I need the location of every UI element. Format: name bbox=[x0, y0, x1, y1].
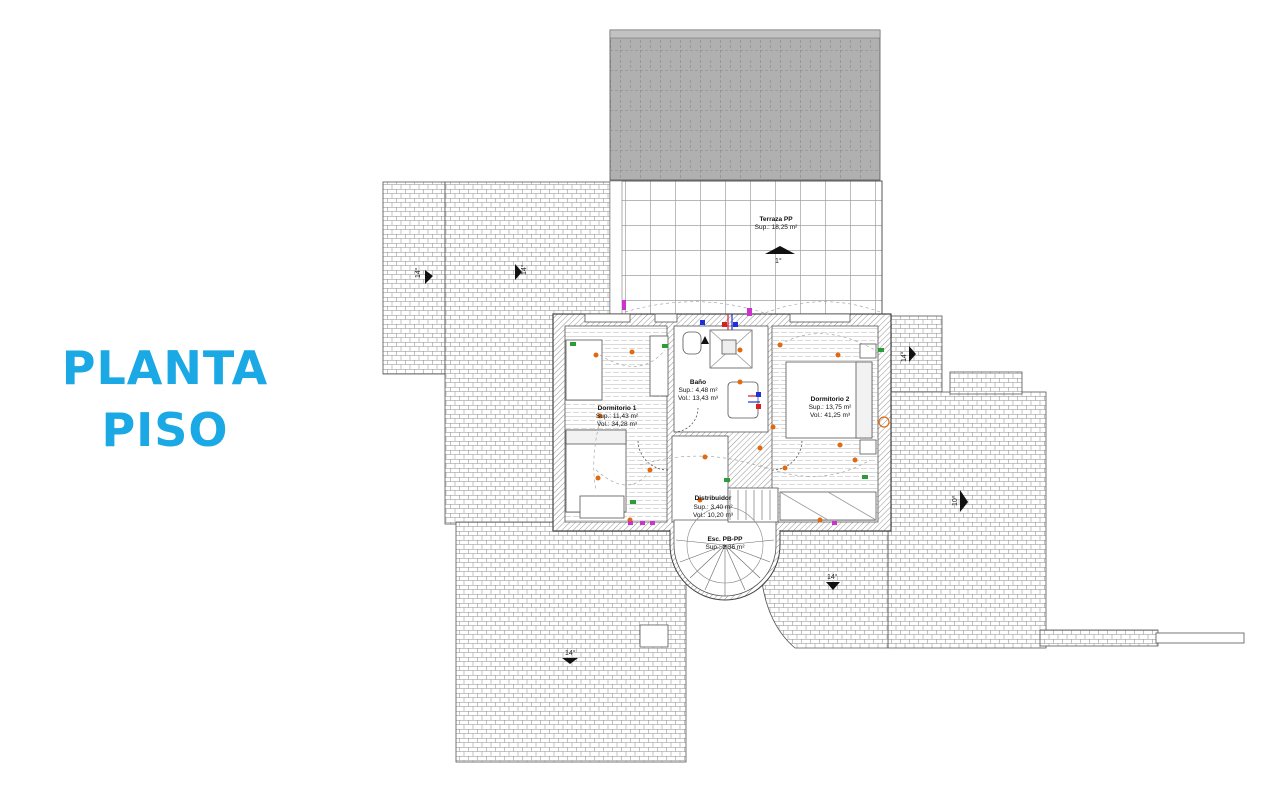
nightstand bbox=[859, 343, 877, 359]
room-volume-distribuidor: Vol.: 10,20 m³ bbox=[693, 512, 734, 519]
bathroom-fixtures bbox=[682, 329, 759, 419]
roof-right-ledge bbox=[1155, 632, 1245, 644]
arrow-right bbox=[960, 490, 968, 512]
room-area-dormitorio-1: Sup.: 11,43 m² bbox=[596, 413, 639, 420]
room-name-dormitorio-1: Dormitorio 1 bbox=[598, 405, 637, 412]
room-volume-bano: Vol.: 13,43 m³ bbox=[678, 395, 719, 402]
slope-label-terrace: 1° bbox=[775, 257, 782, 265]
staircase bbox=[675, 490, 775, 596]
room-name-distribuidor: Distribuidor bbox=[695, 495, 732, 502]
slope-label-left: 14° bbox=[520, 264, 528, 275]
arrow-terrace bbox=[765, 246, 795, 254]
plan-title-line-2: PISO bbox=[101, 403, 229, 457]
openings bbox=[584, 313, 851, 471]
chimney bbox=[639, 624, 669, 648]
slope-label-right: 10° bbox=[951, 495, 959, 506]
electric-points bbox=[593, 342, 858, 523]
nightstand-2 bbox=[859, 439, 877, 455]
roof-top-shaded bbox=[609, 29, 881, 181]
arrow-bano bbox=[701, 336, 709, 344]
room-name-terraza: Terraza PP bbox=[759, 216, 793, 223]
terrace bbox=[609, 180, 883, 318]
arrow-left-far bbox=[425, 270, 433, 284]
slope-label-right-top: 14° bbox=[900, 351, 908, 362]
arrow-right-top bbox=[909, 346, 916, 362]
slope-label-bottom-left: 14° bbox=[565, 649, 576, 657]
arrow-left bbox=[515, 264, 522, 280]
slope-label-left-far: 14° bbox=[414, 267, 422, 278]
outlets bbox=[570, 342, 884, 525]
wardrobe-dormitorio-2 bbox=[779, 491, 877, 521]
roof-right-strip bbox=[1039, 629, 1159, 647]
arrow-bottom-left bbox=[562, 658, 578, 664]
roof-right bbox=[887, 391, 1047, 649]
room-area-escalera: Sup.: 2,36 m² bbox=[705, 544, 745, 551]
chest-dormitorio-1 bbox=[579, 495, 625, 519]
room-name-dormitorio-2: Dormitorio 2 bbox=[811, 396, 850, 403]
furniture bbox=[565, 335, 877, 521]
slope-label-bottom-right: 14° bbox=[827, 573, 838, 581]
roof-left-far bbox=[382, 181, 446, 375]
washbasin bbox=[727, 381, 759, 419]
toilet bbox=[682, 331, 702, 355]
room-area-bano: Sup.: 4,48 m² bbox=[678, 387, 718, 394]
plan-title-line-1: PLANTA bbox=[61, 341, 269, 395]
room-area-terraza: Sup.: 18,25 m² bbox=[755, 224, 798, 231]
roof-right-top bbox=[889, 315, 943, 397]
desk-dormitorio-1 bbox=[649, 335, 669, 397]
room-area-dormitorio-2: Sup.: 13,75 m² bbox=[809, 404, 852, 411]
bathtub-drain bbox=[721, 339, 737, 355]
slope-arrows bbox=[425, 246, 968, 664]
plumbing bbox=[622, 300, 761, 409]
wardrobe-dormitorio-1 bbox=[565, 339, 603, 401]
room-volume-dormitorio-1: Vol.: 34,28 m³ bbox=[597, 421, 638, 428]
room-name-escalera: Esc. PB-PP bbox=[707, 536, 743, 543]
room-name-bano: Baño bbox=[690, 379, 706, 386]
roof-top-gutter bbox=[609, 29, 881, 39]
roof-right-cap bbox=[949, 371, 1023, 395]
electrical-wiring bbox=[593, 301, 881, 491]
room-volume-dormitorio-2: Vol.: 41,25 m³ bbox=[810, 412, 851, 419]
arrow-bottom-right bbox=[826, 582, 840, 590]
room-area-distribuidor: Sup.: 3,40 m² bbox=[693, 504, 733, 511]
exterior-lamp bbox=[878, 416, 890, 428]
